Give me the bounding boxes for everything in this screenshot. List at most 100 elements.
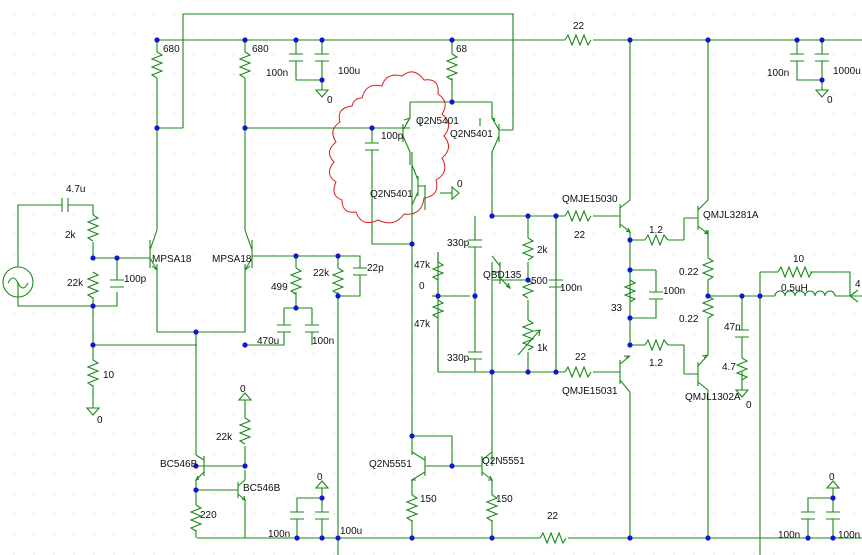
resistor-22-bottom (539, 531, 567, 545)
junction-dots (90, 37, 836, 541)
label-gnd-bottom-right: 0 (829, 472, 835, 483)
label-c-100n-bottom-right2: 100n (838, 530, 860, 541)
label-r-2k-vbe: 2k (537, 245, 549, 256)
resistors (86, 33, 813, 545)
label-r-0r22-top: 0.22 (679, 267, 699, 278)
transistor-bc546b-right (230, 479, 246, 501)
transistor-qmjl3281a (683, 199, 710, 240)
resistor-2k-vbe (521, 237, 535, 261)
label-c-330p-bottom: 330p (447, 353, 470, 364)
transistor-q2n5401-mid (411, 164, 425, 206)
inductor-0u5 (774, 290, 836, 297)
resistor-47k-bottom (431, 299, 445, 319)
label-q-qmjl3281a: QMJL3281A (703, 210, 759, 221)
label-c-100n-top-right: 100n (767, 68, 789, 79)
output-arrow-icon (849, 289, 859, 303)
label-gnd-top-left: 0 (327, 95, 333, 106)
label-r-150-left: 150 (420, 494, 437, 505)
label-r-22-bottom: 22 (547, 511, 559, 522)
label-l-0u5: 0.5uH (781, 283, 808, 294)
cap-47n (735, 329, 749, 342)
label-r-0r22-bottom: 0.22 (679, 314, 699, 325)
label-r-68: 68 (456, 44, 468, 55)
label-q-bc546b-left: BC546B (160, 459, 198, 470)
resistor-220 (189, 504, 203, 532)
resistor-1k-vbe (521, 319, 535, 351)
label-q-bc546b-right: BC546B (243, 483, 281, 494)
ground-icon-bc (237, 392, 253, 401)
cap-330p-top (468, 239, 482, 252)
transistor-q2n5551-right (470, 451, 493, 481)
resistor-150-right (485, 494, 499, 522)
resistor-22k-in (86, 271, 100, 299)
ground-icon-bottom-left (314, 480, 330, 489)
cap-100n-bottom-left (290, 511, 304, 525)
ground-icon-bottom-right (825, 480, 841, 489)
label-q-qmje15030: QMJE15030 (562, 194, 618, 205)
label-r-150-right: 150 (496, 494, 513, 505)
label-c-100p-vas: 100p (381, 131, 404, 142)
label-q-qmjl1302a: QMJL1302A (685, 392, 741, 403)
component-labels: 680 680 68 100n 100u 0 22 100n 1000u 0 Q… (65, 21, 861, 541)
label-r-22k-in: 22k (67, 278, 84, 289)
transistor-q2n5401-top-right (491, 117, 513, 153)
label-r-22-driver-bottom: 22 (575, 352, 587, 363)
transistor-q2n5551-left (410, 451, 438, 481)
label-q-q2n5551-left: Q2N5551 (369, 459, 412, 470)
label-q-q2n5401-top-left: Q2N5401 (416, 116, 459, 127)
ground-icon-in (85, 407, 101, 416)
resistor-150-left (405, 494, 419, 522)
resistor-22-driver-top (564, 209, 592, 223)
cap-100p-vas (365, 142, 379, 155)
label-gnd-top-right: 0 (827, 95, 833, 106)
cap-330p-bottom (468, 351, 482, 364)
label-c-100p-in: 100p (124, 274, 147, 285)
ground-icon-zobel (734, 389, 750, 398)
label-c-330p-top: 330p (447, 238, 470, 249)
label-gnd-bottom-left: 0 (317, 472, 323, 483)
label-c-22p: 22p (367, 263, 384, 274)
label-r-500: 500 (531, 276, 548, 287)
label-r-499: 499 (271, 282, 288, 293)
resistor-0r22-bottom (701, 295, 715, 319)
label-c-100n-vbe: 100n (560, 283, 582, 294)
cap-100n-vbe (549, 279, 563, 292)
resistor-1r2-bottom (644, 338, 669, 352)
transistor-qmjl1302a (683, 345, 709, 391)
ground-icon-top-left (314, 89, 330, 98)
cap-100n-driver (649, 291, 663, 305)
label-c-4u7-in: 4.7u (66, 184, 85, 195)
resistor-22-top (564, 33, 592, 47)
cap-100n-fb (305, 324, 319, 340)
cap-22p (353, 267, 367, 282)
resistor-68 (445, 53, 459, 81)
cap-100n-bottom-right (801, 511, 815, 525)
cap-470u (277, 324, 291, 340)
label-q-mpsa18-right: MPSA18 (212, 254, 252, 265)
label-r-680-mid: 680 (252, 44, 269, 55)
label-q-qbd135: QBD135 (483, 270, 522, 281)
cap-4u7-in (61, 198, 80, 212)
transistor-mpsa18-left (140, 229, 158, 272)
transistor-qbd135 (491, 255, 512, 290)
label-r-10-out: 10 (793, 254, 805, 265)
label-q-qmje15031: QMJE15031 (562, 386, 618, 397)
resistor-680-left (150, 51, 164, 79)
label-r-220: 220 (200, 510, 217, 521)
label-q-q2n5551-right: Q2N5551 (482, 456, 525, 467)
label-c-100n-top-left: 100n (266, 68, 288, 79)
label-c-100n-driver: 100n (663, 286, 685, 297)
label-r-33: 33 (611, 303, 623, 314)
resistor-500 (521, 279, 535, 299)
cap-100n-top-left (289, 53, 303, 66)
highlight-cloud (329, 71, 449, 224)
resistor-1r2-top (644, 233, 669, 247)
label-r-4r7: 4.7 (722, 362, 736, 373)
resistor-33 (623, 279, 637, 303)
label-c-470u: 470u (257, 336, 279, 347)
label-q-q2n5401-mid: Q2N5401 (370, 189, 413, 200)
ground-symbols (85, 89, 859, 489)
label-c-100n-bottom-right: 100n (778, 530, 800, 541)
